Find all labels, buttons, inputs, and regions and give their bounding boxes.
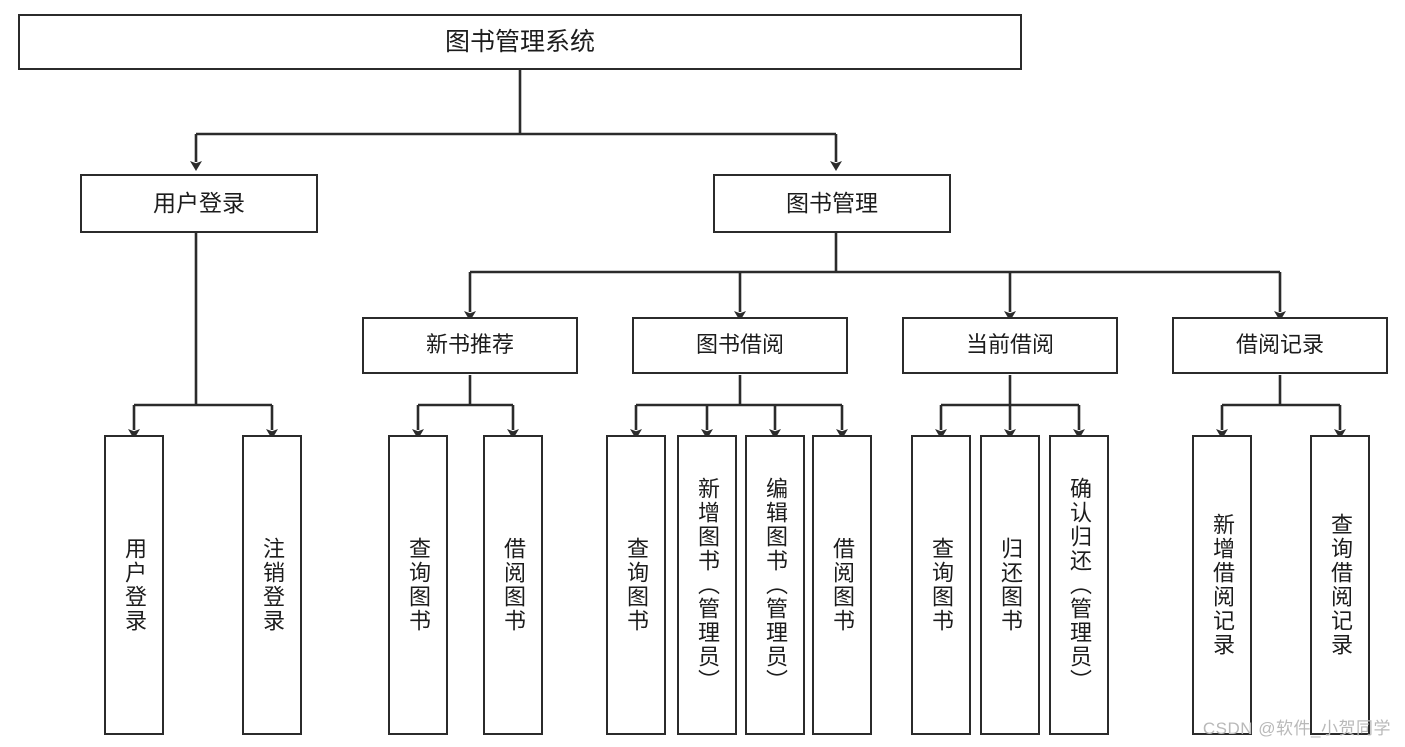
node-label: 编辑图书（管理员）	[763, 477, 788, 693]
node-label: 查询借阅记录	[1328, 513, 1353, 657]
node-label: 新增借阅记录	[1210, 513, 1235, 657]
node-current-borrow[interactable]: 当前借阅	[902, 317, 1118, 374]
leaf-borrow-borrow-book[interactable]: 借阅图书	[812, 435, 872, 735]
node-label: 新增图书（管理员）	[695, 477, 720, 693]
node-label: 新书推荐	[425, 332, 514, 358]
node-borrow-record[interactable]: 借阅记录	[1172, 317, 1388, 374]
node-label: 图书借阅	[695, 332, 784, 358]
leaf-user-login-logout[interactable]: 注销登录	[242, 435, 302, 735]
node-label: 用户登录	[153, 190, 245, 217]
leaf-recommend-query-book[interactable]: 查询图书	[388, 435, 448, 735]
node-label: 借阅记录	[1235, 332, 1324, 358]
leaf-current-query-book[interactable]: 查询图书	[911, 435, 971, 735]
leaf-borrow-query-book[interactable]: 查询图书	[606, 435, 666, 735]
leaf-recommend-borrow-book[interactable]: 借阅图书	[483, 435, 543, 735]
node-label: 注销登录	[260, 537, 285, 633]
leaf-current-return-book[interactable]: 归还图书	[980, 435, 1040, 735]
node-book-borrow[interactable]: 图书借阅	[632, 317, 848, 374]
node-label: 用户登录	[122, 537, 147, 633]
csdn-watermark: CSDN @软件_小贺同学	[1202, 719, 1391, 738]
leaf-borrow-add-book-admin[interactable]: 新增图书（管理员）	[677, 435, 737, 735]
node-label: 图书管理系统	[444, 27, 595, 56]
node-book-management[interactable]: 图书管理	[713, 174, 951, 233]
node-label: 查询图书	[624, 537, 649, 633]
node-label: 确认归还（管理员）	[1067, 477, 1092, 693]
node-root-book-management-system[interactable]: 图书管理系统	[18, 14, 1022, 70]
node-label: 查询图书	[929, 537, 954, 633]
node-label: 当前借阅	[965, 332, 1054, 358]
node-new-book-recommend[interactable]: 新书推荐	[362, 317, 578, 374]
leaf-record-add-record[interactable]: 新增借阅记录	[1192, 435, 1252, 735]
leaf-borrow-edit-book-admin[interactable]: 编辑图书（管理员）	[745, 435, 805, 735]
node-user-login[interactable]: 用户登录	[80, 174, 318, 233]
node-label: 借阅图书	[501, 537, 526, 633]
node-label: 图书管理	[786, 190, 878, 217]
node-label: 查询图书	[406, 537, 431, 633]
leaf-record-query-record[interactable]: 查询借阅记录	[1310, 435, 1370, 735]
leaf-current-confirm-return-admin[interactable]: 确认归还（管理员）	[1049, 435, 1109, 735]
node-label: 归还图书	[998, 537, 1023, 633]
node-label: 借阅图书	[830, 537, 855, 633]
leaf-user-login-login[interactable]: 用户登录	[104, 435, 164, 735]
